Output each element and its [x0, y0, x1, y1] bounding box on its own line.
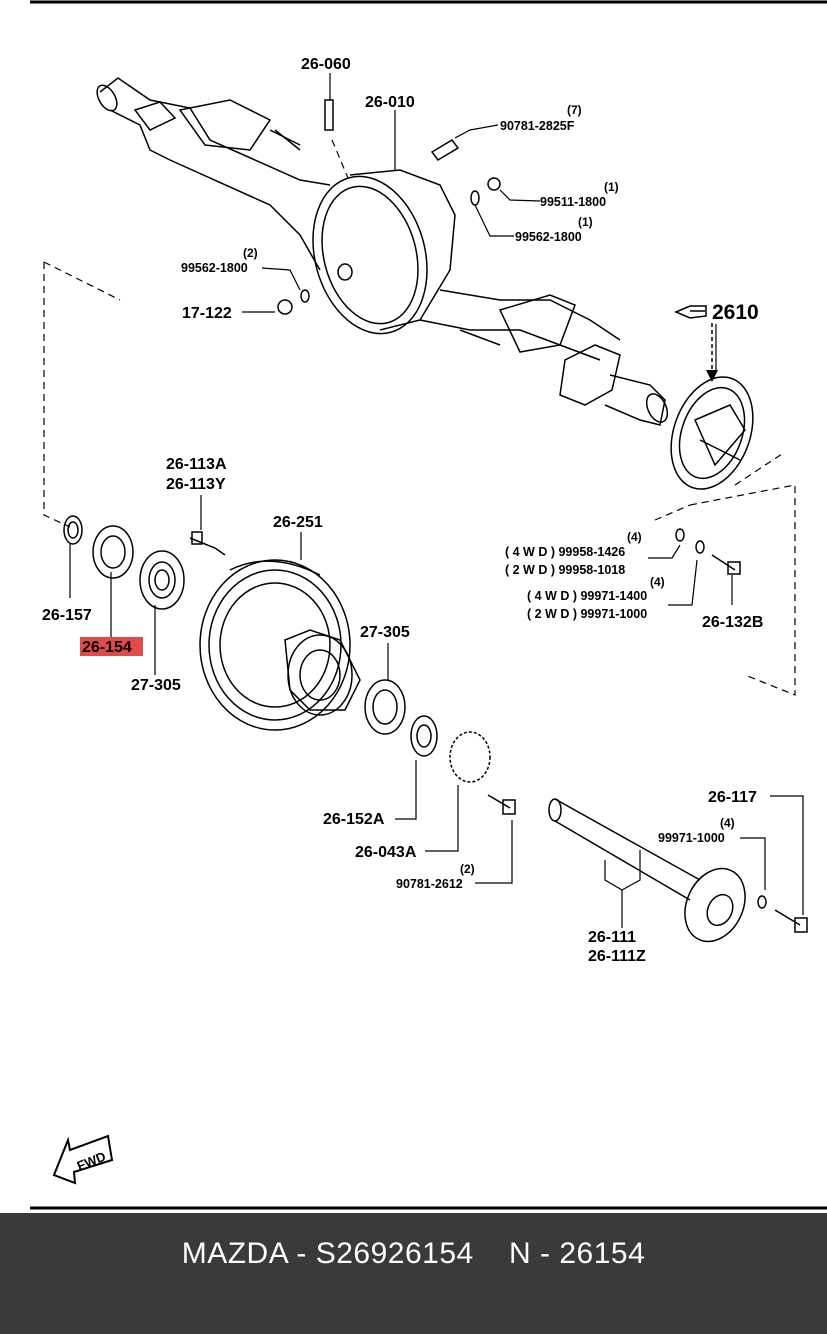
callout-4wd-99958-1426: ( 4 W D ) 99958-1426: [505, 545, 625, 559]
highlight-box: [80, 637, 143, 656]
callout-2610: 2610: [712, 301, 759, 324]
callout-27-305-left: 27-305: [131, 677, 181, 694]
callout-90781-2825f: 90781-2825F: [500, 119, 575, 133]
qty-1b: (1): [578, 215, 593, 229]
callout-2wd-99971-1000: ( 2 W D ) 99971-1000: [527, 607, 647, 621]
bearing-seal-set: [63, 515, 185, 610]
qty-4b: (4): [650, 575, 665, 589]
brake-backing-plate: [670, 376, 754, 490]
part-number-caption: MAZDA - S26926154 N - 26154: [181, 1237, 646, 1270]
callout-17-122: 17-122: [182, 305, 232, 322]
small-hardware: [189, 139, 741, 575]
callout-26-152a: 26-152A: [323, 811, 385, 828]
callout-27-305-right: 27-305: [360, 624, 410, 641]
callout-26-113y: 26-113Y: [166, 476, 226, 493]
leader-lines: [69, 73, 804, 928]
brake-drum: [199, 559, 361, 731]
callout-99511-1800: 99511-1800: [540, 195, 606, 209]
qty-1a: (1): [604, 180, 619, 194]
callout-4wd-99971-1400: ( 4 W D ) 99971-1400: [527, 589, 647, 603]
callout-26-113a: 26-113A: [166, 456, 227, 473]
callout-99562-1800-right: 99562-1800: [515, 230, 582, 244]
qty-4a: (4): [627, 530, 642, 544]
callout-26-117: 26-117: [708, 789, 757, 806]
callout-26-157: 26-157: [42, 607, 92, 624]
exploded-parts-diagram: 26-060 26-010 (7) 90781-2825F (1) 99511-…: [30, 0, 827, 1210]
footer-bar: MAZDA - S26926154 N - 26154: [0, 1213, 827, 1334]
arrow-2610-icon: [706, 323, 718, 382]
callout-26-043a: 26-043A: [355, 844, 417, 861]
callout-99562-1800-left: 99562-1800: [181, 261, 248, 275]
qty-7: (7): [567, 103, 582, 117]
qty-2a: (2): [243, 246, 258, 260]
outer-bearing-set: [364, 679, 516, 815]
assembly-dashed-lines: [43, 139, 796, 696]
callout-26-251: 26-251: [273, 514, 323, 531]
fwd-arrow-icon: FWD: [52, 1134, 114, 1185]
callout-26-010: 26-010: [365, 94, 415, 111]
callout-26-060: 26-060: [301, 56, 351, 73]
callout-99971-1000: 99971-1000: [658, 831, 725, 845]
callout-26-154: 26-154: [82, 639, 132, 656]
fwd-label: FWD: [75, 1149, 108, 1174]
callout-26-132b: 26-132B: [702, 614, 763, 631]
qty-4c: (4): [720, 816, 735, 830]
axle-shaft: [548, 798, 808, 943]
qty-2b: (2): [460, 862, 475, 876]
pointing-hand-icon: [674, 305, 707, 319]
callout-2wd-99958-1018: ( 2 W D ) 99958-1018: [505, 563, 625, 577]
callout-90781-2612: 90781-2612: [396, 877, 463, 891]
callout-26-111z: 26-111Z: [588, 948, 646, 965]
axle-housing: [96, 77, 669, 426]
callout-26-111: 26-111: [588, 929, 636, 946]
